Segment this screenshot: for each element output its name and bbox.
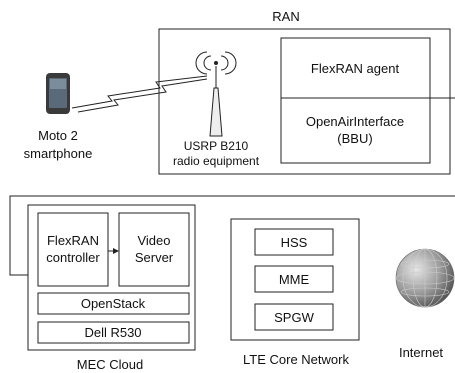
flexran-agent-label: FlexRAN agent <box>311 61 400 76</box>
dell-r530-box <box>37 321 190 344</box>
ran-title: RAN <box>272 9 299 24</box>
backhaul-connector-line <box>9 195 455 276</box>
mme-box <box>254 265 334 293</box>
wireless-link-icon <box>71 75 208 113</box>
spgw-label: SPGW <box>274 310 314 325</box>
radio-label-line2: radio equipment <box>173 154 260 168</box>
globe-icon <box>395 248 455 308</box>
video-server-box <box>118 212 190 287</box>
lte-core-title: LTE Core Network <box>243 352 349 367</box>
mec-cloud-title: MEC Cloud <box>77 357 143 372</box>
openairinterface-label: OpenAirInterface <box>306 114 404 129</box>
radio-antenna-icon <box>195 51 237 137</box>
openairinterface-box <box>280 97 431 164</box>
internet-label: Internet <box>399 345 443 360</box>
video-server-line1: Video <box>137 233 170 248</box>
smartphone-icon <box>46 73 70 114</box>
phone-label-line2: smartphone <box>24 146 93 161</box>
mme-label: MME <box>279 272 310 287</box>
hss-box <box>254 228 334 256</box>
arrowhead-icon <box>113 248 119 254</box>
phone-label-line1: Moto 2 <box>38 128 78 143</box>
video-server-line2: Server <box>135 250 174 265</box>
radio-label-line1: USRP B210 <box>184 139 249 153</box>
flexran-controller-line2: controller <box>46 250 100 265</box>
flexran-agent-box <box>280 37 431 99</box>
flexran-controller-line1: FlexRAN <box>47 233 99 248</box>
dell-r530-label: Dell R530 <box>84 325 141 340</box>
hss-label: HSS <box>281 235 308 250</box>
bbu-label: (BBU) <box>337 131 372 146</box>
openstack-label: OpenStack <box>81 296 146 311</box>
flexran-controller-box <box>37 212 109 287</box>
spgw-box <box>254 303 334 331</box>
openstack-box <box>37 292 190 315</box>
